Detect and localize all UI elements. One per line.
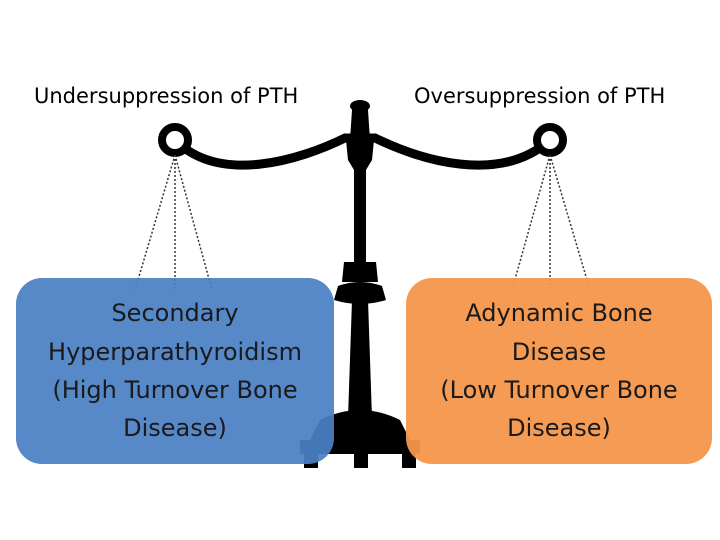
right-box-line: Disease) bbox=[507, 414, 611, 443]
right-ring bbox=[533, 123, 567, 157]
adynamic-bone-disease-box: Adynamic Bone Disease (Low Turnover Bone… bbox=[406, 278, 712, 464]
scale-column bbox=[346, 140, 374, 262]
left-ring bbox=[158, 123, 192, 157]
scale-base bbox=[310, 410, 410, 440]
oversuppression-heading: Oversuppression of PTH bbox=[414, 84, 666, 108]
secondary-hyperparathyroidism-box: Secondary Hyperparathyroidism (High Turn… bbox=[16, 278, 334, 464]
left-box-line: Hyperparathyroidism bbox=[48, 337, 302, 366]
scale-collar bbox=[342, 262, 378, 282]
left-box-line: (High Turnover Bone bbox=[52, 376, 298, 404]
right-box-line: Disease bbox=[511, 337, 607, 366]
left-box-line: Secondary bbox=[111, 299, 239, 328]
left-chains bbox=[134, 154, 213, 291]
left-box-line: Disease) bbox=[123, 414, 227, 443]
right-chains bbox=[511, 154, 591, 291]
right-box-line: (Low Turnover Bone bbox=[440, 376, 678, 404]
undersuppression-heading: Undersuppression of PTH bbox=[34, 84, 299, 108]
right-box-line: Adynamic Bone bbox=[465, 299, 653, 328]
